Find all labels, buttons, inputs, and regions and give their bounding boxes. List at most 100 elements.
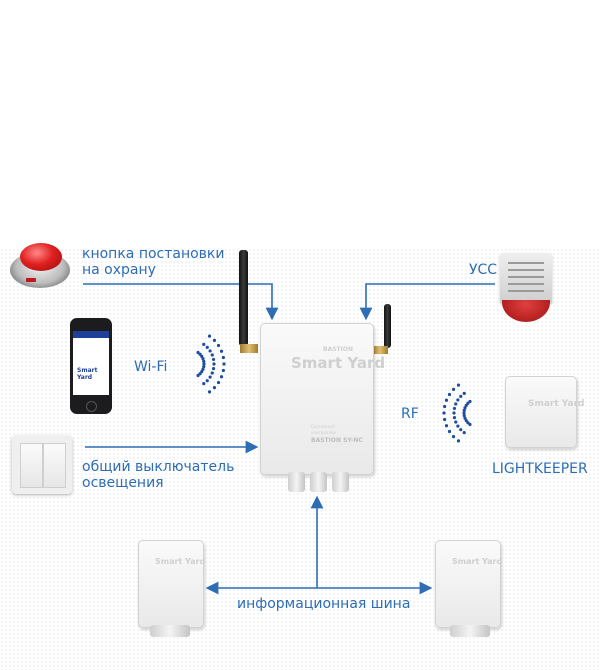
siren-label: УСС	[469, 262, 498, 278]
wave-dot	[211, 366, 216, 371]
wave-dot	[443, 404, 447, 409]
antenna-left-connector	[240, 344, 258, 353]
wave-dot	[196, 373, 200, 378]
module-right-brand: Smart Yard	[452, 557, 503, 566]
wave-dot	[208, 349, 212, 353]
rf-waves-icon	[442, 383, 472, 443]
rf-label: RF	[401, 406, 419, 422]
wave-dot	[452, 406, 457, 411]
siren-icon	[500, 253, 552, 303]
wave-dot	[462, 391, 466, 395]
switch-label-line1: общий выключатель	[82, 459, 235, 475]
module-right-glands	[450, 625, 490, 637]
wave-dot	[462, 431, 466, 435]
wifi-label: Wi-Fi	[134, 359, 168, 375]
system-controller: BASTION Smart Yard Системный контроллер …	[260, 323, 385, 475]
red-push-button-cap	[20, 243, 62, 271]
module-left-glands	[150, 625, 190, 637]
controller-model: BASTION SY-NC	[311, 437, 363, 444]
bus-label: информационная шина	[237, 596, 411, 612]
wave-dot	[462, 414, 466, 418]
wave-dot	[459, 428, 463, 432]
controller-brand-main: Smart Yard	[291, 354, 386, 372]
wave-dot	[207, 390, 212, 394]
controller-subtitle-2: контроллер	[311, 430, 336, 435]
wave-dot	[202, 382, 206, 386]
cable-gland	[310, 472, 327, 492]
phone-screen: Smart Yard	[73, 331, 109, 395]
wave-dot	[456, 424, 460, 428]
siren-red-lamp	[502, 300, 550, 322]
lightkeeper-label: LIGHTKEEPER	[492, 461, 588, 477]
wave-dot	[208, 375, 212, 379]
wave-dot	[201, 357, 205, 361]
wave-dot	[454, 402, 458, 406]
wave-dot	[451, 387, 456, 391]
wave-dot	[456, 383, 461, 387]
wave-dot	[221, 368, 225, 373]
cable-gland	[288, 472, 305, 492]
wave-dot	[444, 424, 449, 428]
antenna-right-connector	[372, 346, 388, 354]
wave-dot	[442, 411, 446, 415]
antenna-left-icon	[239, 250, 248, 346]
wifi-waves-icon	[196, 334, 226, 394]
wave-dot	[216, 343, 221, 348]
wave-dot	[212, 338, 217, 342]
wave-dot	[202, 342, 206, 346]
cable-gland	[332, 472, 349, 492]
wave-dot	[200, 354, 204, 358]
arm-button-wire	[83, 283, 279, 321]
wave-dot	[452, 411, 456, 415]
wave-dot	[222, 362, 226, 366]
wave-dot	[212, 386, 217, 390]
arm-button-label-line2: на охрану	[82, 262, 156, 278]
wave-dot	[219, 349, 224, 353]
wave-dot	[205, 345, 209, 349]
controller-brand-top: BASTION	[323, 346, 353, 353]
lightkeeper-device: Smart Yard	[505, 376, 584, 448]
arm-button-label-line1: кнопка постановки	[82, 246, 225, 262]
wave-dot	[219, 375, 224, 379]
wave-dot	[202, 362, 206, 366]
antenna-right-icon	[384, 304, 391, 348]
module-left-brand: Smart Yard	[155, 557, 206, 566]
button-indicator	[26, 278, 36, 282]
wall-switch-icon	[12, 436, 72, 494]
wave-dot	[210, 353, 214, 357]
wave-dot	[447, 392, 452, 397]
wave-dot	[202, 359, 206, 363]
smartphone-icon: Smart Yard	[70, 318, 112, 414]
wave-dot	[451, 435, 456, 439]
wave-dot	[207, 334, 212, 338]
lightkeeper-brand: Smart Yard	[528, 399, 585, 409]
phone-app-logo: Smart Yard	[77, 367, 98, 381]
wave-dot	[456, 398, 460, 402]
switch-label-line2: освещения	[82, 475, 164, 491]
wave-dot	[459, 394, 463, 398]
wave-dot	[447, 429, 452, 434]
wave-dot	[464, 403, 468, 407]
wave-dot	[216, 380, 221, 385]
bus-module-left: Smart Yard	[138, 540, 206, 628]
wave-dot	[468, 422, 472, 427]
controller-subtitle-1: Системный	[311, 424, 335, 429]
wave-dot	[221, 355, 225, 360]
wave-dot	[210, 371, 214, 375]
wave-dot	[463, 416, 467, 420]
wave-dot	[463, 406, 467, 410]
wave-dot	[462, 408, 466, 412]
wave-dot	[202, 365, 206, 369]
wave-dot	[201, 367, 205, 371]
wave-dot	[462, 411, 466, 415]
phone-home-button	[86, 401, 97, 412]
wave-dot	[212, 362, 216, 366]
wave-dot	[456, 439, 461, 443]
wave-dot	[454, 420, 458, 424]
wave-dot	[452, 415, 457, 420]
wave-dot	[211, 357, 216, 362]
siren-wire	[359, 283, 495, 321]
bus-module-right: Smart Yard	[435, 540, 503, 628]
wave-dot	[443, 417, 447, 422]
